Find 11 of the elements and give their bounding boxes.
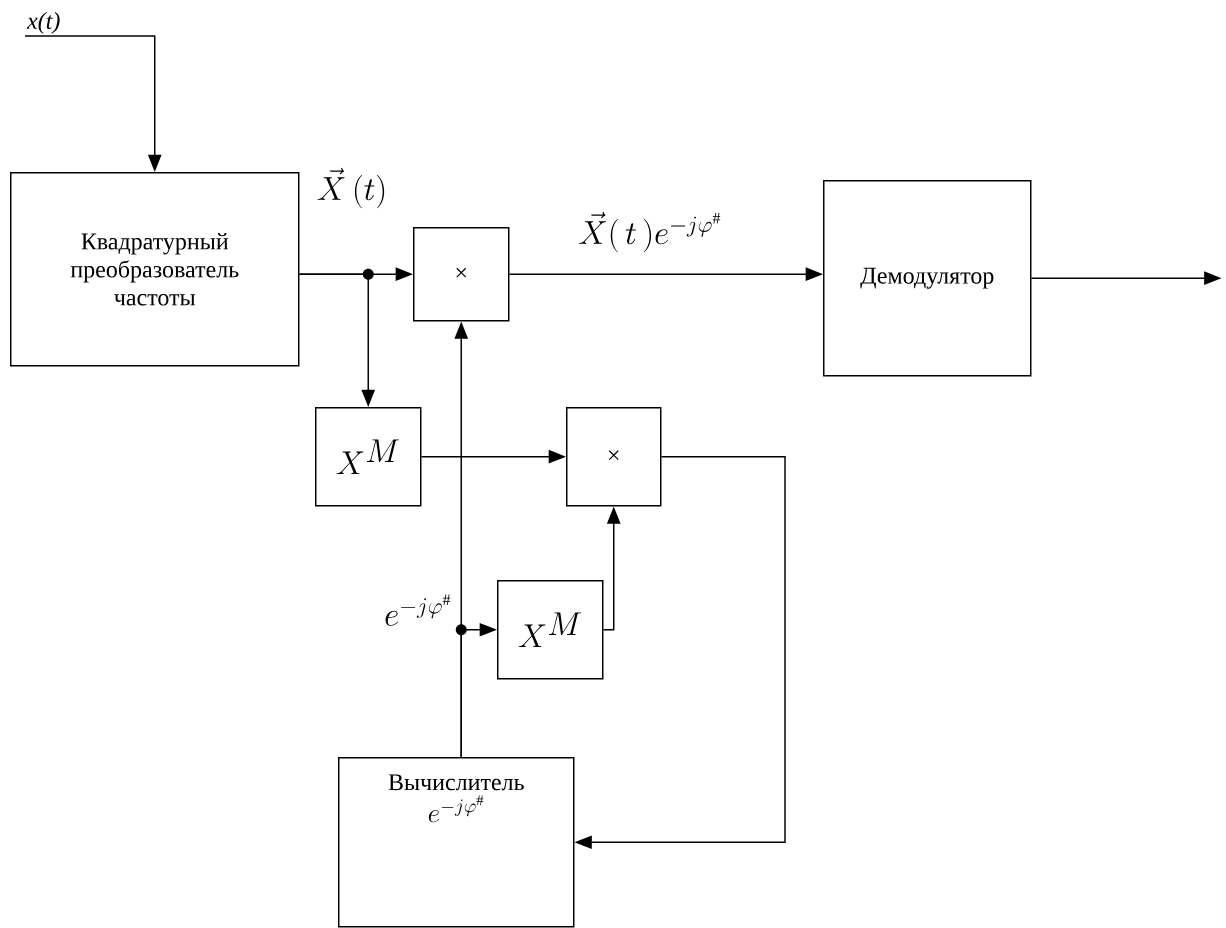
multiplier-box: × [413, 227, 510, 322]
process-box: Вычислитель $e^{-j\varphi^{\#}}$ [338, 757, 575, 928]
power-box: $X^{M}$ [315, 407, 422, 507]
edge-label: $e^{-j\varphi^{\#}}$ [385, 594, 451, 626]
multiplier-box: × [566, 407, 662, 507]
process-box: Демодулятор [823, 180, 1032, 377]
process-box: Квадратурный преобразователь частоты [10, 172, 300, 367]
edge-label: $\vec{X}\,(t)$ [317, 167, 385, 209]
edge-label: $\vec{X}(\,t\,)e^{-j\varphi^{\#}}$ [579, 211, 721, 253]
input-label: x(t) [26, 12, 60, 34]
power-box: $X^{M}$ [497, 580, 604, 680]
